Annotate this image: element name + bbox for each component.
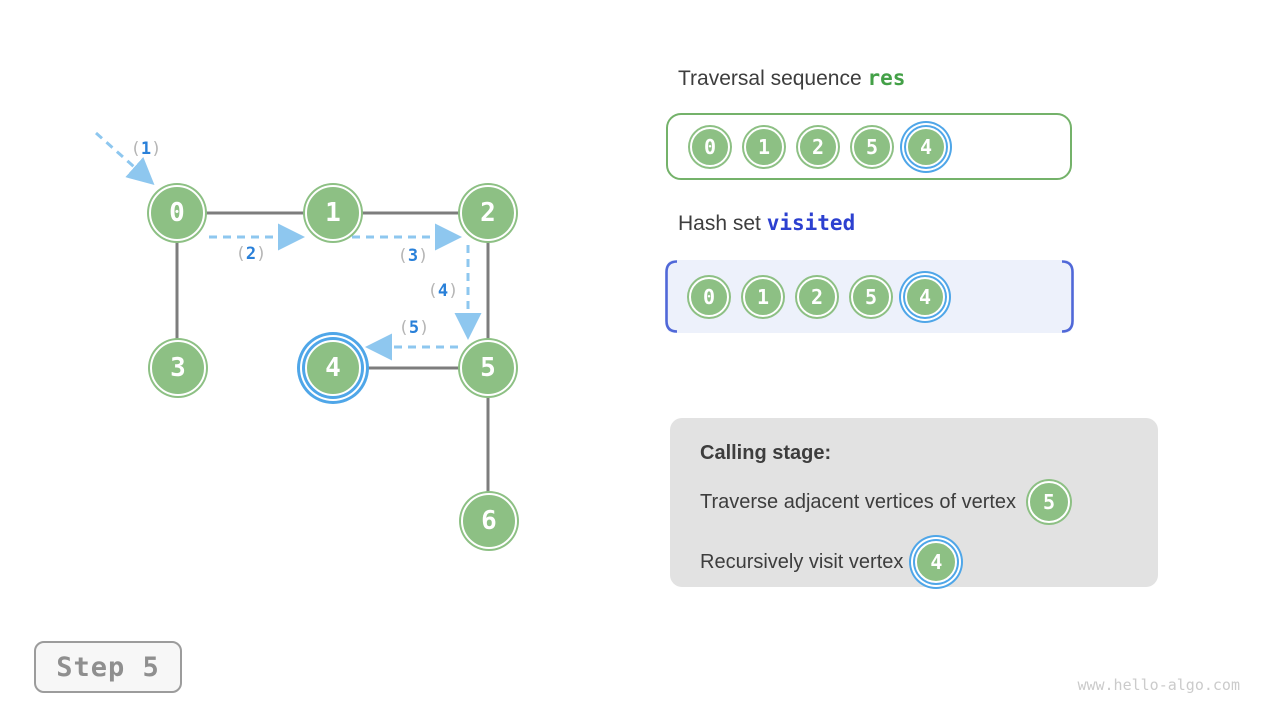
calling-stage-line-2: Recursively visit vertex 4 — [700, 539, 1128, 585]
res-item-0: 0 — [690, 126, 730, 167]
hash-set-heading: Hash set visited — [678, 211, 855, 236]
graph-node-4-highlighted: 4 — [305, 340, 361, 396]
calling-stage-line-2-text: Recursively visit vertex — [700, 550, 904, 573]
graph-node-5: 5 — [460, 340, 516, 396]
visited-item-3: 5 — [851, 276, 891, 317]
calling-stage-line-1: Traverse adjacent vertices of vertex 5 — [700, 479, 1128, 525]
visited-set-box: 0 1 2 5 4 — [665, 260, 1074, 333]
graph-canvas — [95, 131, 490, 521]
arrow-label-2: (2) — [235, 244, 267, 264]
right-bracket-icon — [1061, 260, 1074, 333]
step-indicator: Step 5 — [34, 641, 182, 693]
calling-stage-title: Calling stage: — [700, 442, 832, 464]
res-code-label: res — [867, 66, 906, 90]
res-item-1: 1 — [744, 126, 784, 167]
graph-node-6: 6 — [461, 493, 517, 549]
res-item-4-highlighted: 4 — [906, 126, 946, 167]
website-watermark: www.hello-algo.com — [1077, 676, 1240, 694]
arrow-step-1 — [95, 131, 155, 185]
hash-set-heading-text: Hash set — [678, 212, 767, 235]
res-item-2: 2 — [798, 126, 838, 167]
graph-node-3: 3 — [150, 340, 206, 396]
res-item-3: 5 — [852, 126, 892, 167]
arrow-label-1: (1) — [130, 139, 162, 159]
traversal-sequence-heading-text: Traversal sequence — [678, 67, 868, 90]
traversal-sequence-box: 0 1 2 5 4 — [666, 113, 1072, 180]
calling-stage-panel: Calling stage: Traverse adjacent vertice… — [670, 418, 1158, 587]
visited-item-0: 0 — [689, 276, 729, 317]
visited-item-1: 1 — [743, 276, 783, 317]
visited-code-label: visited — [766, 211, 856, 235]
graph-node-1: 1 — [305, 185, 361, 241]
calling-stage-vertex-5: 5 — [1028, 481, 1071, 523]
traversal-sequence-heading: Traversal sequence res — [678, 66, 905, 91]
graph-node-2: 2 — [460, 185, 516, 241]
left-bracket-icon — [665, 260, 678, 333]
calling-stage-vertex-4-highlighted: 4 — [915, 541, 958, 583]
calling-stage-line-1-text: Traverse adjacent vertices of vertex — [700, 490, 1017, 513]
arrow-label-5: (5) — [398, 318, 430, 338]
arrow-label-4: (4) — [427, 281, 459, 301]
graph-node-0: 0 — [149, 185, 205, 241]
visited-item-4-highlighted: 4 — [905, 276, 945, 317]
visited-item-2: 2 — [797, 276, 837, 317]
arrow-label-3: (3) — [397, 246, 429, 266]
